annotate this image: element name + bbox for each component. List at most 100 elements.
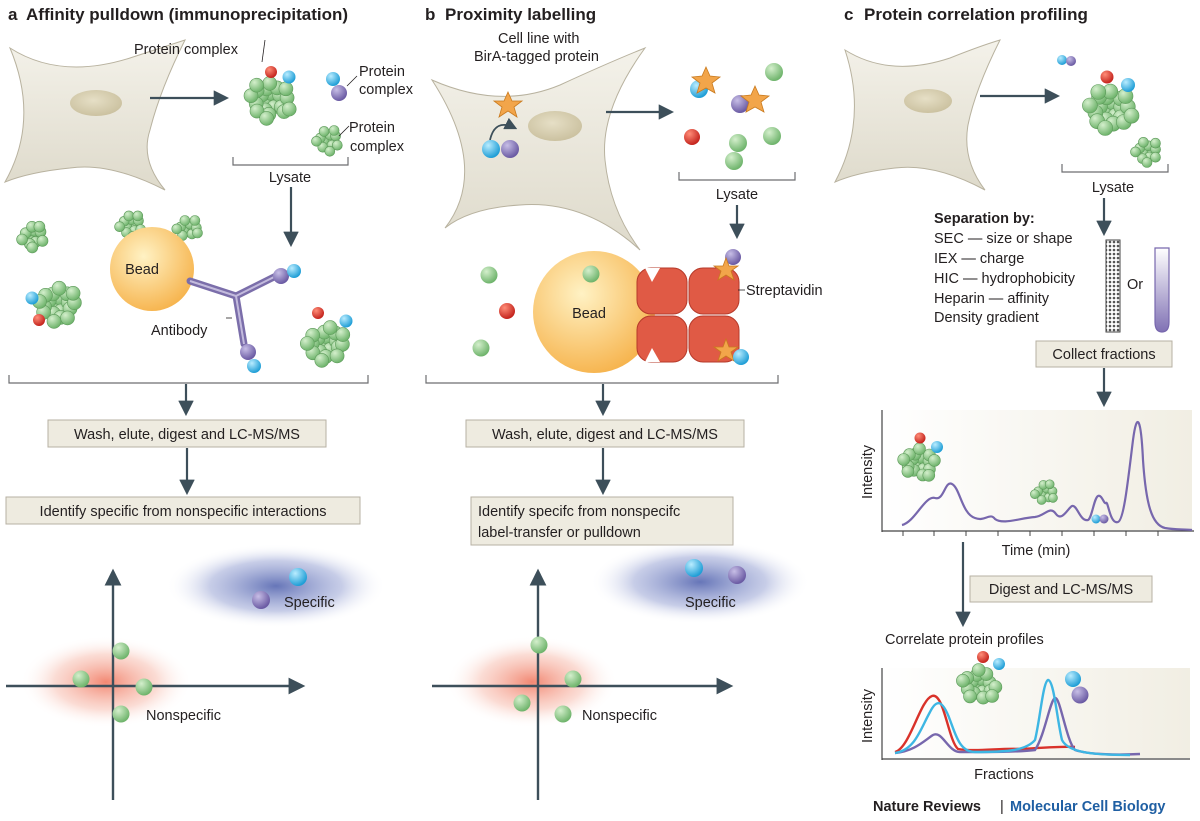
- nonspecific-halo-b: [446, 636, 618, 728]
- bracket-a-2: [8, 375, 369, 384]
- green-protein-subunit: [1082, 97, 1098, 114]
- binding-pocket: [645, 348, 660, 362]
- red-protein: [684, 129, 700, 145]
- green-protein-subunit: [985, 689, 999, 703]
- chromatogram-xlabel: Time (min): [1002, 543, 1071, 559]
- digest-text: Digest and LC-MS/MS: [989, 582, 1133, 598]
- panel-c-title: Protein correlation profiling: [864, 5, 1088, 24]
- leader-a-2: [346, 75, 358, 87]
- specific-halo-a: [166, 544, 386, 628]
- green-protein-subunit: [192, 227, 203, 239]
- green-protein-subunit: [335, 327, 351, 342]
- green-protein-subunit: [324, 146, 336, 157]
- bracket-b-2: [425, 375, 779, 384]
- nonspecific-point: [112, 642, 130, 660]
- purple-protein: [1099, 514, 1109, 524]
- step-a-1-text: Wash, elute, digest and LC-MS/MS: [74, 427, 300, 443]
- step-b-1-box: [465, 419, 745, 448]
- separation-title: Separation by:: [934, 211, 1035, 227]
- bira-purple-protein: [501, 140, 519, 158]
- footer: Nature Reviews | Molecular Cell Biology: [873, 799, 1166, 815]
- bead-b: [533, 251, 655, 373]
- green-protein-subunit: [1030, 489, 1040, 500]
- complex-a-left-small: [16, 220, 49, 254]
- lysate-label-a: Lysate: [269, 170, 311, 186]
- green-protein-subunit: [913, 442, 926, 456]
- chromatogram-complex-small: [1030, 479, 1058, 505]
- cyan-protein: [993, 658, 1005, 670]
- complex-a-left-large: [32, 280, 82, 329]
- step-a-2-box: [5, 496, 361, 525]
- red-protein: [977, 651, 989, 663]
- nucleus-b: [528, 111, 582, 141]
- lysate-bracket-b: [678, 172, 796, 181]
- profile-background: [882, 668, 1190, 758]
- nonspecific-label-a: Nonspecific: [146, 708, 221, 724]
- green-protein: [725, 152, 743, 170]
- biotin-star-icon: [739, 85, 771, 113]
- label-protein-complex-2b: complex: [359, 82, 414, 98]
- panel-c: c Protein correlation profiling Lysate S…: [833, 5, 1194, 783]
- green-protein-subunit: [331, 139, 343, 151]
- cyan-protein: [1091, 514, 1101, 524]
- cell-c: [833, 39, 1001, 191]
- green-protein-subunit: [26, 241, 39, 254]
- green-protein-subunit: [1141, 157, 1153, 168]
- biotin-star-icon: [690, 66, 722, 94]
- green-protein-subunit: [322, 320, 338, 335]
- streptavidin-label: Streptavidin: [746, 283, 823, 299]
- specific-point-purple: [728, 566, 746, 584]
- green-protein-subunit: [281, 101, 297, 117]
- lysate-bracket-a: [232, 157, 349, 166]
- nonspecific-point: [112, 705, 130, 723]
- green-protein-subunit: [1048, 493, 1058, 503]
- biotin-star-icon: [492, 91, 524, 118]
- green-protein: [765, 63, 783, 81]
- green-protein-subunit: [928, 454, 941, 467]
- red-protein: [33, 314, 45, 326]
- bead-a: [110, 227, 194, 311]
- panel-a: a Affinity pulldown (immunoprecipitation…: [3, 5, 414, 800]
- purple-protein: [1071, 686, 1089, 704]
- green-protein-subunit: [60, 310, 75, 326]
- journal-section: Molecular Cell Biology: [1010, 799, 1166, 815]
- label-protein-complex-3b: complex: [350, 139, 405, 155]
- lysate-label-b: Lysate: [716, 187, 758, 203]
- cyan-protein: [733, 349, 749, 365]
- protein-complex-c-large: [1082, 83, 1140, 136]
- step-b-2-box: [470, 496, 734, 546]
- step-b-2-text-2: label-transfer or pulldown: [478, 525, 641, 541]
- separation-item: Heparin — affinity: [934, 291, 1050, 307]
- green-protein-subunit: [956, 673, 970, 688]
- green-protein-subunit: [46, 314, 62, 329]
- nonspecific-halo-a: [20, 636, 192, 728]
- purple-protein: [331, 85, 347, 101]
- binding-pocket: [645, 268, 660, 282]
- complex-a-bead-right: [171, 215, 203, 241]
- digest-box: [969, 575, 1153, 603]
- cell-line-label-1: Cell line with: [498, 31, 579, 47]
- green-protein-subunit: [132, 210, 144, 222]
- green-protein: [763, 127, 781, 145]
- separation-item: IEX — charge: [934, 251, 1024, 267]
- green-protein-subunit: [314, 353, 330, 368]
- streptavidin-tetramer: [636, 267, 740, 363]
- specific-label-b: Specific: [685, 595, 736, 611]
- lysate-bracket-c: [1061, 164, 1169, 173]
- green-protein-subunit: [1044, 479, 1055, 490]
- step-a-1-box: [47, 419, 327, 448]
- green-protein-subunit: [1090, 84, 1107, 100]
- purple-protein: [1066, 56, 1076, 66]
- chromatogram-complex-large: [897, 442, 941, 482]
- green-protein-subunit: [901, 465, 915, 478]
- bead-label-b: Bead: [572, 306, 606, 322]
- green-protein-subunit: [963, 689, 977, 704]
- panel-b-letter: b: [425, 5, 435, 24]
- green-protein-subunit: [318, 126, 330, 137]
- red-protein: [265, 66, 277, 78]
- specific-point-cyan: [685, 559, 703, 577]
- separation-item: Density gradient: [934, 310, 1039, 326]
- green-protein-subunit: [171, 223, 183, 235]
- protein-complex-a-large: [243, 76, 297, 126]
- cyan-protein: [482, 140, 500, 158]
